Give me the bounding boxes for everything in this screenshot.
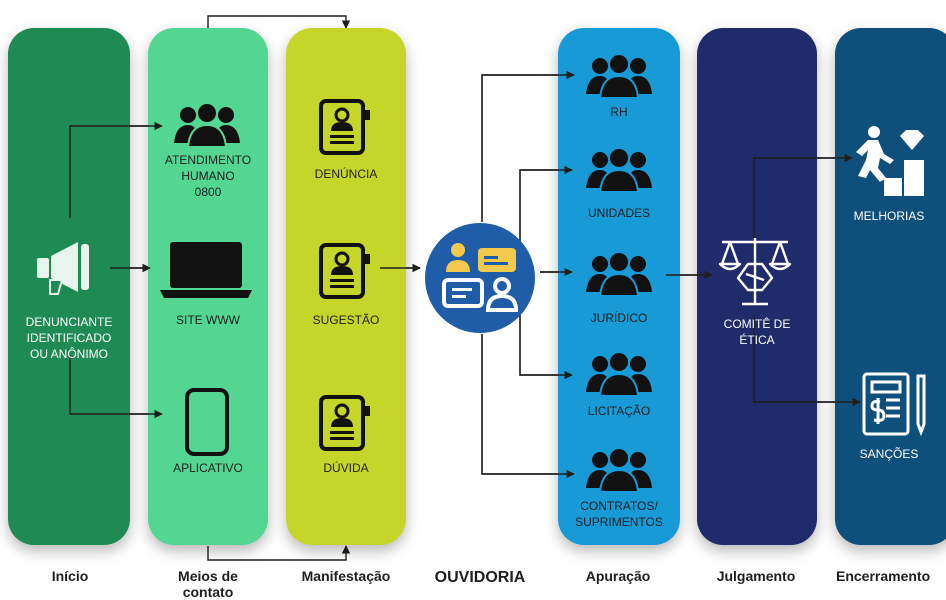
- people-group-icon: [586, 447, 652, 493]
- melhorias-label: MELHORIAS: [853, 209, 925, 223]
- duvida-label: DÚVIDA: [323, 461, 369, 475]
- column-julgamento: [697, 28, 817, 545]
- contact-book-icon: [319, 243, 370, 299]
- smartphone-icon: [185, 388, 229, 456]
- id-cards-icon: [442, 243, 519, 312]
- sancoes-label: SANÇÕES: [859, 447, 919, 461]
- comite-label: COMITÊ DE ÉTICA: [723, 317, 791, 347]
- footer-ouvidoria: OUVIDORIA: [434, 569, 526, 586]
- footer-encerramento: Encerramento: [836, 568, 931, 584]
- people-group-icon: [586, 147, 652, 193]
- contact-book-icon: [319, 99, 370, 155]
- contact-book-icon: [319, 395, 370, 451]
- sugestao-label: SUGESTÃO: [312, 313, 380, 327]
- footer-julgamento: Julgamento: [716, 568, 796, 584]
- denunciante-label: DENUNCIANTE IDENTIFICADO OU ANÔNIMO: [25, 315, 113, 361]
- megaphone-icon: [37, 242, 89, 295]
- contratos-label: CONTRATOS/ SUPRIMENTOS: [575, 499, 663, 529]
- rh-label: RH: [610, 105, 628, 119]
- people-group-icon: [174, 102, 240, 148]
- people-group-icon: [586, 53, 652, 99]
- footer-inicio: Início: [51, 568, 89, 584]
- justice-handshake-icon: [718, 238, 792, 306]
- licitacao-label: LICITAÇÃO: [587, 404, 651, 418]
- unidades-label: UNIDADES: [587, 206, 650, 220]
- people-group-icon: [586, 251, 652, 297]
- aplicativo-label: APLICATIVO: [173, 461, 243, 475]
- atendimento-label: ATENDIMENTO HUMANO 0800: [164, 153, 252, 199]
- invoice-icon: [862, 372, 926, 437]
- site-label: SITE WWW: [176, 313, 240, 327]
- footer-apuracao: Apuração: [585, 568, 651, 584]
- laptop-icon: [160, 242, 252, 298]
- column-encerramento: [835, 28, 946, 545]
- footer-manifestacao: Manifestação: [301, 568, 391, 584]
- people-group-icon: [586, 351, 652, 397]
- climbing-steps-icon: [856, 126, 924, 196]
- denuncia-label: DENÚNCIA: [314, 167, 378, 181]
- juridico-label: JURÍDICO: [590, 311, 648, 325]
- ouvidoria-hub: [425, 223, 535, 333]
- footer-meios-de-contato: Meios de contato: [178, 568, 238, 600]
